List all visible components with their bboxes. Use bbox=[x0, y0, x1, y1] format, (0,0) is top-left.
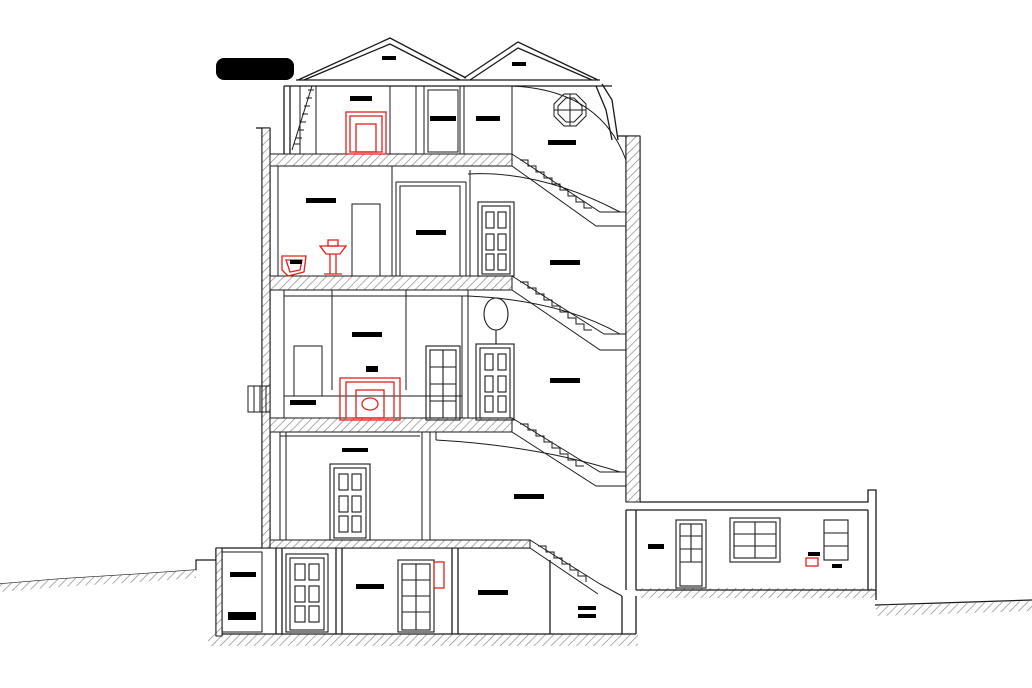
cabinet bbox=[221, 185, 461, 633]
glazed-door bbox=[675, 519, 707, 589]
panel-door bbox=[285, 553, 329, 633]
washbasin-fixture bbox=[318, 239, 348, 275]
glazed-door bbox=[425, 345, 461, 421]
exterior-grille bbox=[247, 385, 271, 413]
floor-slabs bbox=[215, 127, 641, 637]
panel-door bbox=[477, 201, 515, 277]
panel-door bbox=[475, 343, 515, 421]
label-blocks bbox=[216, 56, 842, 620]
fireplace-fixture bbox=[339, 377, 401, 421]
wall-fixture bbox=[433, 557, 819, 589]
glazed-door bbox=[397, 559, 435, 633]
casement-window bbox=[823, 519, 849, 561]
oval-mirror-icon bbox=[483, 297, 509, 344]
attic-stair bbox=[291, 85, 314, 151]
attic-door bbox=[427, 89, 459, 153]
interior-partitions bbox=[277, 86, 513, 540]
round-octagon-window-icon bbox=[553, 93, 587, 127]
stair-flights bbox=[435, 85, 627, 597]
casement-window bbox=[729, 517, 781, 563]
fireplace-fixture bbox=[345, 111, 387, 155]
bathtub-fixture bbox=[281, 255, 307, 277]
panel-door bbox=[329, 463, 371, 541]
ground-hatch bbox=[0, 570, 1032, 646]
